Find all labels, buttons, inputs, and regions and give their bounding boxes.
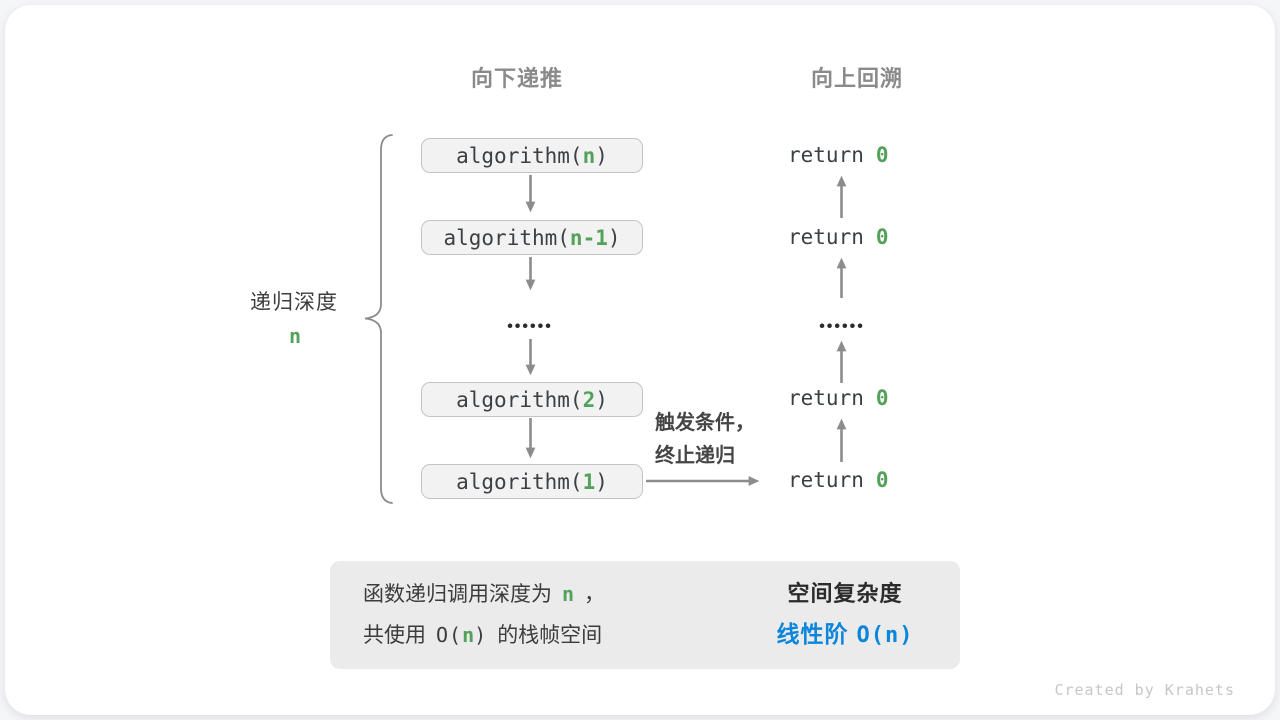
big-o-var: n [462, 623, 475, 647]
header-downward-recursion: 向下递推 [470, 66, 564, 91]
result-big-o-open: O( [856, 623, 885, 648]
big-o-close: ) [474, 623, 488, 647]
result-text: 线性阶 [776, 621, 849, 647]
call-box-algorithm-n: algorithm(n) [421, 138, 643, 173]
linear-order-result: 线性阶 O(n) [740, 614, 950, 656]
recursion-depth-value: n [288, 324, 302, 348]
result-big-o-close: ) [899, 623, 914, 648]
return-value: 0 [875, 386, 889, 410]
diagram-card: 向下递推 向上回溯 递归深度 n algorithm(n) algorithm(… [5, 5, 1275, 715]
trigger-line-1: 触发条件， [655, 412, 755, 434]
trigger-line-2: 终止递归 [655, 445, 735, 467]
summary-line-1: 函数递归调用深度为 n ， [363, 574, 605, 615]
space-complexity-title: 空间复杂度 [787, 581, 903, 606]
call-fn: algorithm( [456, 387, 583, 412]
call-fn: algorithm( [456, 469, 583, 494]
summary-line1-var: n [562, 582, 575, 606]
return-keyword: return [788, 225, 864, 249]
depth-brace [364, 134, 393, 504]
call-arg: n [582, 143, 596, 168]
call-close: ) [595, 143, 608, 168]
return-value: 0 [875, 143, 889, 167]
return-keyword: return [788, 468, 864, 492]
call-arg: n-1 [569, 225, 608, 250]
ellipsis-right: •••••• [819, 318, 865, 335]
summary-line1-punct: ， [584, 583, 606, 606]
return-keyword: return [788, 386, 864, 410]
return-statement-2: return 0 [788, 221, 889, 253]
header-upward-backtracking: 向上回溯 [810, 66, 904, 91]
return-statement-1: return 0 [788, 139, 889, 171]
return-value: 0 [875, 468, 889, 492]
watermark-credit: Created by Krahets [1054, 681, 1235, 699]
big-o-open: O( [436, 623, 463, 647]
trigger-condition-label: 触发条件， 终止递归 [655, 407, 755, 473]
diagram-stage: 向下递推 向上回溯 递归深度 n algorithm(n) algorithm(… [5, 5, 1275, 715]
return-value: 0 [875, 225, 889, 249]
call-close: ) [595, 469, 608, 494]
return-statement-4: return 0 [788, 464, 889, 496]
complexity-result: 空间复杂度 线性阶 O(n) [740, 574, 950, 656]
return-statement-3: return 0 [788, 382, 889, 414]
summary-line2-suffix: 的栈帧空间 [497, 624, 603, 647]
call-fn: algorithm( [443, 225, 570, 250]
summary-line1-text: 函数递归调用深度为 [363, 583, 552, 606]
call-box-algorithm-1: algorithm(1) [421, 464, 643, 499]
recursion-depth-label: 递归深度 [250, 291, 338, 314]
return-keyword: return [788, 143, 864, 167]
ellipsis-left: •••••• [507, 318, 553, 335]
call-arg: 2 [582, 387, 596, 412]
call-close: ) [595, 387, 608, 412]
call-arg: 1 [582, 469, 596, 494]
summary-line2-text: 共使用 [363, 624, 426, 647]
result-big-o-var: n [885, 623, 900, 648]
call-fn: algorithm( [456, 143, 583, 168]
call-close: ) [607, 225, 621, 250]
call-box-algorithm-2: algorithm(2) [421, 382, 643, 417]
call-box-algorithm-n-1: algorithm(n-1) [421, 220, 643, 255]
summary-line-2: 共使用 O(n) 的栈帧空间 [363, 615, 605, 656]
